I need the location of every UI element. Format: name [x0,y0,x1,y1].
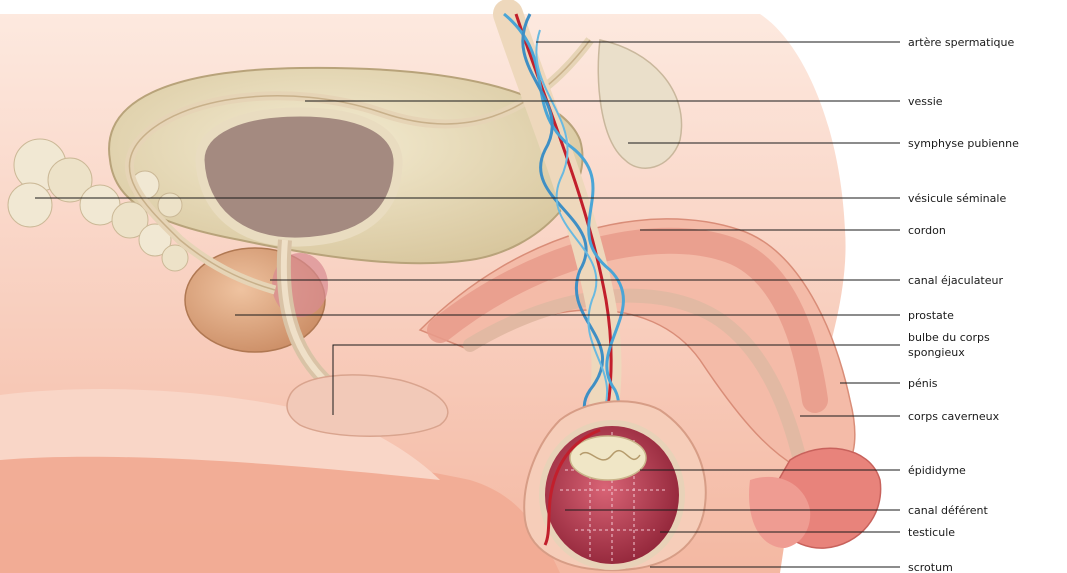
label-cordon: cordon [908,224,946,237]
label-vesicule-seminale: vésicule séminale [908,192,1006,205]
label-epididyme: épididyme [908,464,966,477]
epididymis [570,436,646,480]
label-symphyse-pubienne: symphyse pubienne [908,137,1019,150]
label-bulbe-line1: bulbe du corps [908,331,990,344]
label-artere-spermatique: artère spermatique [908,36,1014,49]
label-vessie: vessie [908,95,943,108]
label-scrotum: scrotum [908,561,953,573]
label-corps-caverneux: corps caverneux [908,410,1000,423]
label-testicule: testicule [908,526,955,539]
label-canal-deferent: canal déférent [908,504,988,517]
label-prostate: prostate [908,309,954,322]
labels: artère spermatique vessie symphyse pubie… [908,36,1019,573]
label-canal-ejaculateur: canal éjaculateur [908,274,1003,287]
label-bulbe-line2: spongieux [908,346,965,359]
label-penis: pénis [908,377,938,390]
